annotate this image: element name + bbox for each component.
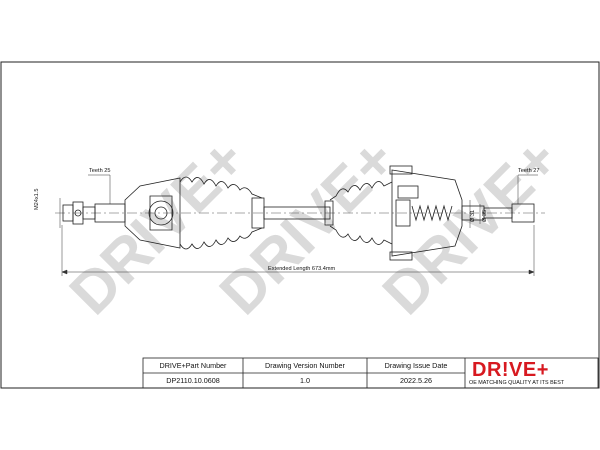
value-part-number: DP2110.10.0608 bbox=[166, 376, 220, 385]
inner-boot-bottom bbox=[329, 225, 393, 245]
value-issue-date: 2022.5.26 bbox=[400, 376, 432, 385]
outer-boot-top bbox=[179, 176, 263, 199]
watermark-group: DRIVE+ DRIVE+ DRIVE+ bbox=[57, 125, 572, 327]
driveshaft-assembly bbox=[62, 165, 535, 261]
outer-cv-bell bbox=[124, 177, 181, 249]
total-length-label: Extended Length 673.4mm bbox=[268, 266, 336, 272]
left-thread-hole bbox=[74, 209, 82, 217]
thread-left-label: M24x1.5 bbox=[34, 188, 40, 210]
header-part-number: DRIVE+Part Number bbox=[159, 361, 227, 370]
value-version: 1.0 bbox=[300, 376, 310, 385]
inner-boot-top bbox=[329, 181, 393, 201]
inner-joint-housing bbox=[391, 169, 463, 257]
inner-spring bbox=[411, 204, 453, 222]
brand-slogan: OE MATCHING QUALITY AT ITS BEST bbox=[469, 380, 565, 386]
dimensions bbox=[59, 174, 538, 276]
teeth-right-label: Teeth 27 bbox=[518, 168, 540, 174]
brand-logo: DR!VE+ bbox=[472, 359, 549, 381]
teeth-left-label: Teeth 25 bbox=[89, 168, 111, 174]
dia-right-label-1: Ø 31 bbox=[470, 209, 476, 222]
title-block bbox=[142, 357, 599, 389]
right-spline bbox=[511, 203, 535, 223]
header-issue-date: Drawing Issue Date bbox=[384, 361, 448, 370]
outer-boot-bottom bbox=[179, 227, 263, 250]
header-version: Drawing Version Number bbox=[265, 361, 345, 370]
dia-right-label-2: Ø 35 bbox=[482, 209, 488, 222]
